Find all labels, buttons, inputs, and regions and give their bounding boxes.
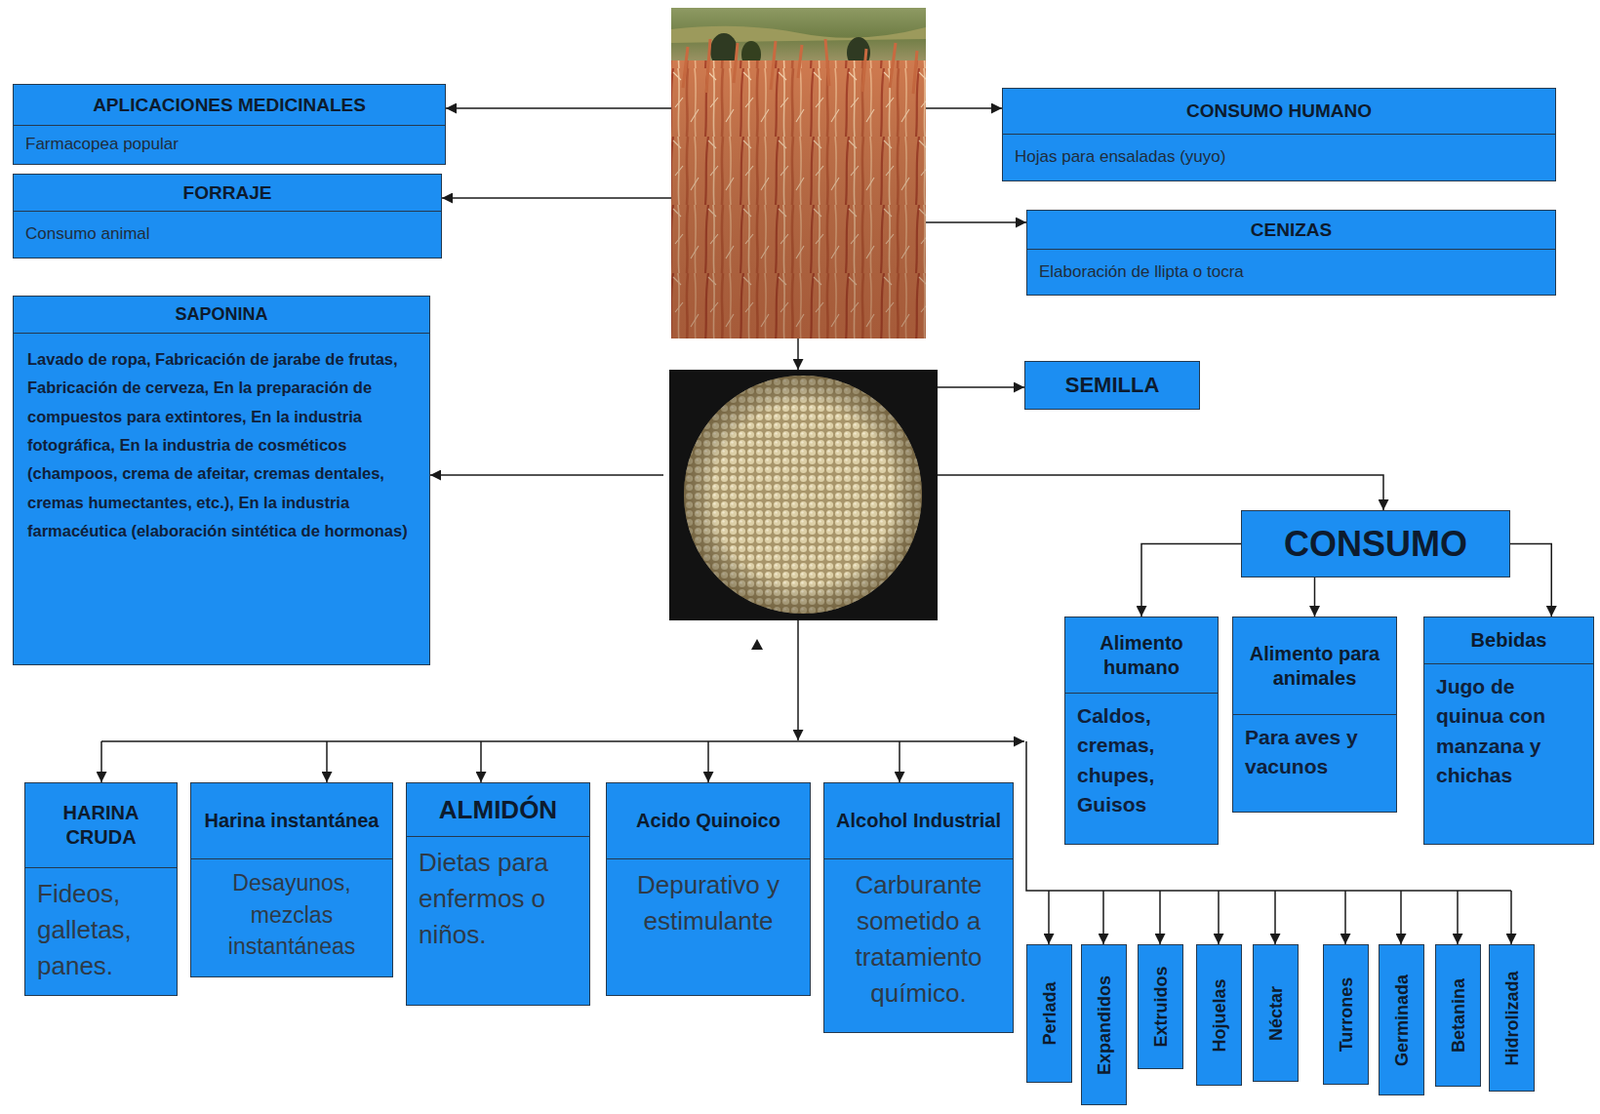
leader-arrow xyxy=(445,107,672,110)
box-label: SEMILLA xyxy=(1055,368,1170,402)
box-body: Dietas para enfermos o niños. xyxy=(406,837,590,961)
box-body: Depurativo y estimulante xyxy=(606,859,810,948)
product-tab: Turrones xyxy=(1322,944,1369,1085)
branch-drop xyxy=(1274,890,1277,945)
product-label: Extruidos xyxy=(1152,965,1170,1047)
stray-mark xyxy=(751,639,763,650)
box-heading: Harina instantánea xyxy=(191,783,393,860)
use-box: APLICACIONES MEDICINALESFarmacopea popul… xyxy=(12,83,446,165)
box-body: Desayunos, mezclas instantáneas xyxy=(191,859,393,971)
connector-arrow xyxy=(1510,544,1552,618)
quinoa-stalks xyxy=(671,60,926,339)
box-body: Hojas para ensaladas (yuyo) xyxy=(1002,134,1556,180)
product-label: Hidrolizada xyxy=(1503,970,1521,1066)
product-tab: Extruidos xyxy=(1137,944,1184,1070)
box-heading: Acido Quinoico xyxy=(606,783,810,860)
branch-drop xyxy=(1400,890,1402,945)
box-body: Fideos, galletas, panes. xyxy=(25,868,177,993)
branch-drop xyxy=(707,741,710,783)
product-tab: Expandidos xyxy=(1080,944,1127,1106)
leader-arrow xyxy=(797,620,800,741)
box-body: Para aves y vacunos xyxy=(1233,715,1397,791)
product-label: Germinada xyxy=(1393,973,1411,1066)
product-label: Hojuelas xyxy=(1210,978,1229,1052)
branch-drop xyxy=(325,741,328,783)
use-box: CONSUMO HUMANOHojas para ensaladas (yuyo… xyxy=(1001,87,1557,182)
seed-pile xyxy=(683,375,922,614)
box-body: Caldos, cremas, chupes, Guisos xyxy=(1065,693,1218,829)
seed-pile-shade xyxy=(683,375,922,614)
use-box: CENIZASElaboración de llipta o tocra xyxy=(1026,209,1557,296)
branch-drop xyxy=(1047,890,1050,945)
branch-drop xyxy=(1456,890,1459,945)
seed-ground xyxy=(669,369,938,621)
box-label: CONSUMO xyxy=(1274,519,1478,569)
use-box: FORRAJEConsumo animal xyxy=(12,173,442,259)
box-heading: Bebidas xyxy=(1424,617,1594,665)
leader-arrow xyxy=(797,338,800,370)
branch-drop xyxy=(898,741,901,783)
seed-box: SEMILLA xyxy=(1024,360,1200,410)
box-heading: APLICACIONES MEDICINALES xyxy=(13,84,445,126)
product-label: Turrones xyxy=(1337,977,1356,1053)
branch-drop xyxy=(100,741,103,783)
product-tab: Betanina xyxy=(1435,944,1481,1087)
quinoa-seed-photo xyxy=(669,369,938,621)
box-heading: Alcohol Industrial xyxy=(824,783,1013,860)
box-heading: FORRAJE xyxy=(13,174,441,212)
box-body: Farmacopea popular xyxy=(13,125,445,163)
branch-drop xyxy=(1217,890,1220,945)
leader-arrow xyxy=(937,475,1384,511)
saponin-box: SAPONINALavado de ropa, Fabricación de j… xyxy=(12,295,431,666)
leader-arrow xyxy=(925,107,1002,110)
product-tab: Hojuelas xyxy=(1196,944,1242,1086)
product-box: Harina instantáneaDesayunos, mezclas ins… xyxy=(190,782,394,978)
product-label: Perlada xyxy=(1040,981,1059,1045)
product-box: Alimento para animalesPara aves y vacuno… xyxy=(1232,616,1398,813)
box-heading: CENIZAS xyxy=(1027,210,1556,250)
product-box: Alcohol IndustrialCarburante sometido a … xyxy=(823,782,1014,1034)
plant-shade xyxy=(671,60,926,339)
box-body: Jugo de quinua con manzana y chichas xyxy=(1424,664,1594,800)
quinoa-plant-photo xyxy=(671,7,926,339)
product-tab: Hidrolizada xyxy=(1488,944,1535,1092)
consumption-box: CONSUMO xyxy=(1240,510,1511,578)
product-label: Expandidos xyxy=(1095,974,1114,1075)
leader-arrow xyxy=(441,197,672,200)
branch-drop xyxy=(480,741,482,783)
branch-drop xyxy=(1344,890,1347,945)
box-body: Elaboración de llipta o tocra xyxy=(1027,249,1556,295)
box-heading: ALMIDÓN xyxy=(406,783,590,838)
leader-arrow xyxy=(937,386,1025,389)
product-box: BebidasJugo de quinua con manzana y chic… xyxy=(1423,616,1595,845)
branch-drop xyxy=(1159,890,1161,945)
box-heading: SAPONINA xyxy=(13,296,430,334)
box-body: Lavado de ropa, Fabricación de jarabe de… xyxy=(13,333,430,559)
product-label: Néctar xyxy=(1267,985,1285,1040)
product-tab: Perlada xyxy=(1026,944,1073,1083)
box-body: Consumo animal xyxy=(13,211,441,257)
connector-arrow xyxy=(1314,577,1317,617)
branch-drop xyxy=(1102,890,1105,945)
product-box: HARINA CRUDAFideos, galletas, panes. xyxy=(24,782,178,997)
box-heading: CONSUMO HUMANO xyxy=(1002,88,1556,135)
branch-drop xyxy=(1510,890,1513,945)
product-box: Acido QuinoicoDepurativo y estimulante xyxy=(605,782,811,997)
product-box: ALMIDÓNDietas para enfermos o niños. xyxy=(405,782,591,1006)
box-heading: HARINA CRUDA xyxy=(25,783,177,869)
branch-bus xyxy=(101,740,1025,743)
box-body: Carburante sometido a tratamiento químic… xyxy=(824,859,1013,1020)
product-box: Alimento humanoCaldos, cremas, chupes, G… xyxy=(1064,616,1219,845)
product-tab: Germinada xyxy=(1378,944,1425,1096)
product-tab: Néctar xyxy=(1252,944,1299,1082)
leader-arrow xyxy=(430,474,664,477)
leader-arrow xyxy=(925,221,1027,224)
box-heading: Alimento para animales xyxy=(1233,617,1397,716)
connector-arrow xyxy=(1141,544,1241,618)
product-label: Betanina xyxy=(1449,978,1468,1053)
box-heading: Alimento humano xyxy=(1065,617,1218,694)
